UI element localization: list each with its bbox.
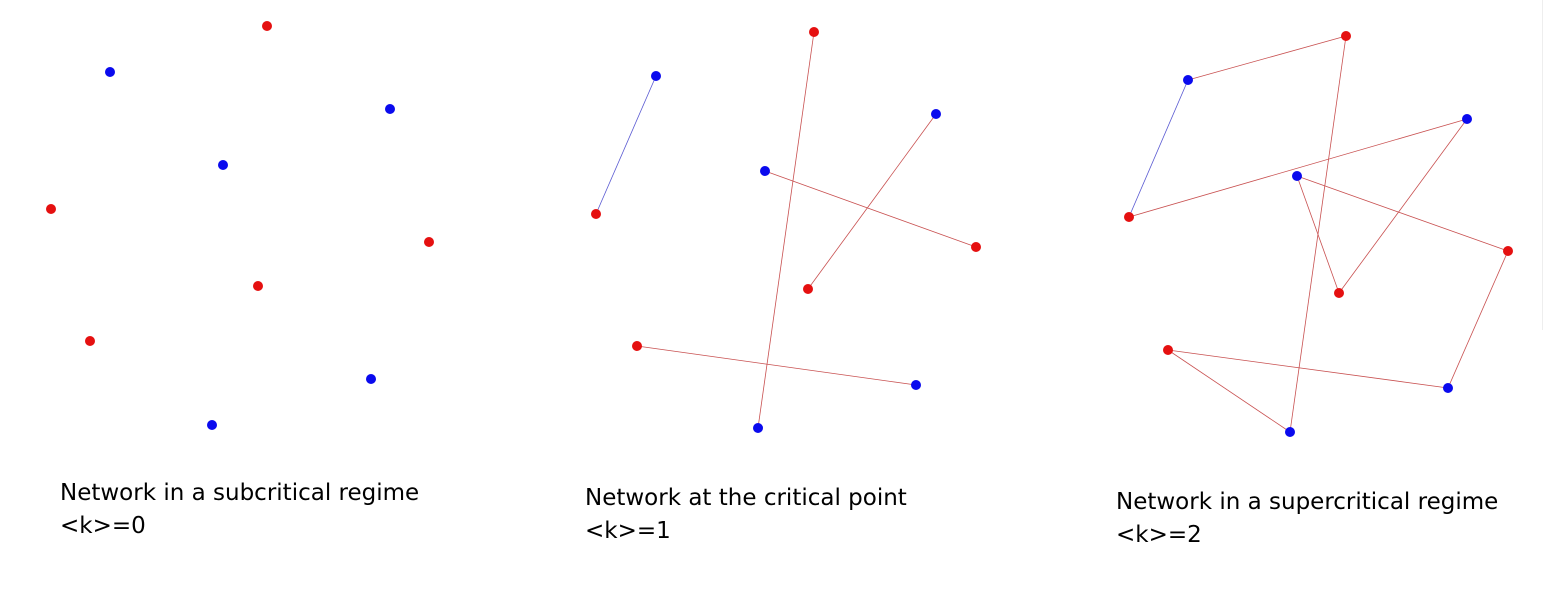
edge-blue [595,75,657,215]
edge-red [1187,35,1347,81]
edge-red [636,345,917,386]
node-red [85,336,95,346]
node-blue [931,109,941,119]
node-blue [207,420,217,430]
caption-supercritical: Network in a supercritical regime <k>=2 [1116,486,1498,552]
node-blue [366,374,376,384]
node-red [1503,246,1513,256]
node-blue [1292,171,1302,181]
node-red [971,242,981,252]
node-blue [760,166,770,176]
node-blue [651,71,661,81]
node-red [262,21,272,31]
panel-subcritical [46,21,434,430]
node-red [591,209,601,219]
node-red [424,237,434,247]
node-blue [1443,383,1453,393]
node-red [632,341,642,351]
node-blue [753,423,763,433]
edge-red [1338,118,1468,294]
edge-red [1167,349,1291,433]
edge-blue [1128,79,1189,218]
edge-red [764,170,977,248]
node-red [1163,345,1173,355]
caption-critical: Network at the critical point <k>=1 [585,482,907,548]
caption-degree: <k>=0 [60,513,146,539]
caption-degree: <k>=2 [1116,522,1202,548]
edge-red [1447,250,1509,389]
caption-subcritical: Network in a subcritical regime <k>=0 [60,477,419,543]
node-blue [1183,75,1193,85]
node-blue [1285,427,1295,437]
caption-title: Network at the critical point [585,485,907,511]
edge-red [1128,118,1468,218]
edge-red [807,113,937,290]
panel-critical [591,27,981,433]
node-red [1341,31,1351,41]
edge-red [1296,175,1509,252]
node-blue [1462,114,1472,124]
node-red [46,204,56,214]
page-edge-divider [1542,0,1543,330]
edge-red [1167,349,1449,389]
node-blue [105,67,115,77]
caption-title: Network in a subcritical regime [60,480,420,506]
caption-degree: <k>=1 [585,518,671,544]
node-blue [218,160,228,170]
panel-supercritical [1124,31,1513,437]
node-blue [911,380,921,390]
node-red [809,27,819,37]
node-red [253,281,263,291]
edge-red [757,31,815,429]
node-red [1124,212,1134,222]
caption-title: Network in a supercritical regime [1116,489,1499,515]
node-red [803,284,813,294]
node-red [1334,288,1344,298]
node-blue [385,104,395,114]
edge-red [1296,175,1340,294]
